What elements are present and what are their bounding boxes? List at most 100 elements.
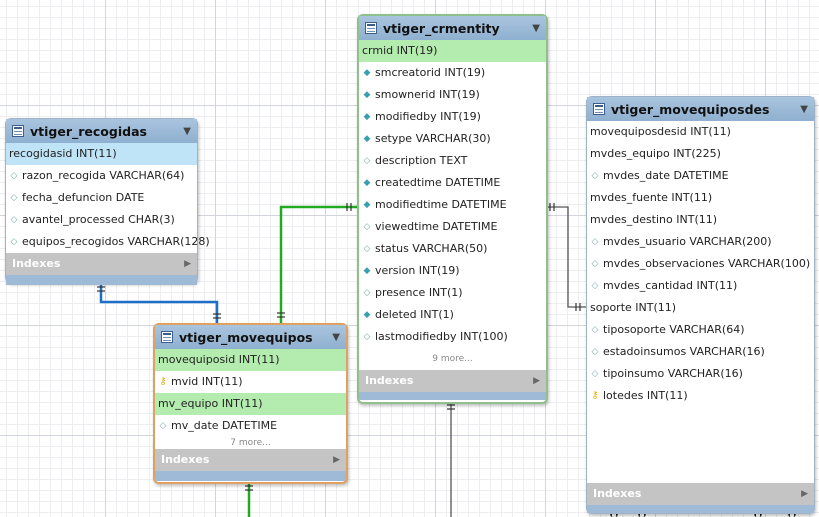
table-header[interactable]: vtiger_crmentity ▼ [359,16,546,40]
table-footer [359,392,546,400]
column-label: tiposoporte VARCHAR(64) [603,323,745,336]
indexes-label: Indexes [593,487,642,500]
table-header[interactable]: vtiger_movequiposdes ▼ [587,97,814,121]
column-label: deleted INT(1) [375,308,454,321]
column-row[interactable]: ◆ setype VARCHAR(30) [359,128,546,150]
indexes-section[interactable]: Indexes ▶ [359,370,546,392]
table-vtiger-crmentity[interactable]: vtiger_crmentity ▼ crmid INT(19) ◆smcrea… [357,14,548,404]
column-row[interactable]: ◇lastmodifiedby INT(100) [359,326,546,348]
column-row[interactable]: mvdes_fuente INT(11) [587,187,814,209]
indexes-label: Indexes [365,374,414,387]
more-columns-link[interactable]: 9 more... [432,354,473,364]
expand-arrow-icon[interactable]: ▶ [184,259,191,269]
table-title: vtiger_movequiposdes [611,101,770,117]
column-row[interactable]: ◇ avantel_processed CHAR(3) [6,209,197,231]
column-row[interactable]: ⚷ lotedes INT(11) [587,385,814,407]
table-icon [12,125,24,137]
column-row[interactable]: ◇mvdes_usuario VARCHAR(200) [587,231,814,253]
table-vtiger-recogidas[interactable]: vtiger_recogidas ▼ recogidasid INT(11) ◇… [5,118,210,285]
column-row[interactable]: ◇ equipos_recogidos VARCHAR(128) [6,231,210,253]
column-row[interactable]: ◇estadoinsumos VARCHAR(16) [587,341,814,363]
expand-arrow-icon[interactable]: ▶ [533,376,540,386]
column-label: recogidasid INT(11) [9,147,117,160]
column-label: lastmodifiedby INT(100) [375,330,508,343]
diamond-icon: ◇ [10,237,18,247]
diamond-icon: ◇ [591,281,599,291]
table-icon [365,22,377,34]
column-label: mvdes_fuente INT(11) [590,191,713,204]
column-row[interactable]: ◇ mvdes_cantidad INT(11) [587,275,814,297]
collapse-arrow-icon[interactable]: ▼ [183,125,191,137]
column-row[interactable]: ◇ mv_date DATETIME [155,415,346,437]
expand-arrow-icon[interactable]: ▶ [801,489,808,499]
column-label: mvdes_usuario VARCHAR(200) [603,235,772,248]
column-row[interactable]: ◇mvdes_observaciones VARCHAR(100) [587,253,814,275]
column-row[interactable]: ◇ presence INT(1) [359,282,546,304]
column-label: modifiedby INT(19) [375,110,481,123]
collapse-arrow-icon[interactable]: ▼ [532,22,540,34]
indexes-section[interactable]: Indexes ▶ [6,253,197,275]
column-row[interactable]: movequiposid INT(11) [155,349,346,371]
connector-crmentity-movequiposdes[interactable] [546,206,587,308]
column-label: soporte INT(11) [590,301,677,314]
key-icon: ⚷ [591,390,599,401]
diamond-filled-icon: ◆ [363,266,371,276]
column-label: presence INT(1) [375,286,463,299]
diamond-icon: ◇ [363,222,371,232]
column-row[interactable]: ◇status VARCHAR(50) [359,238,546,260]
column-row[interactable]: ◇ fecha_defuncion DATE [6,187,197,209]
column-row[interactable]: crmid INT(19) [359,40,546,62]
diamond-filled-icon: ◆ [363,90,371,100]
column-label: setype VARCHAR(30) [375,132,491,145]
collapse-arrow-icon[interactable]: ▼ [332,331,340,343]
column-row[interactable]: mvdes_equipo INT(225) [587,143,814,165]
column-label: movequiposid INT(11) [158,353,280,366]
column-row[interactable]: ◇mvdes_date DATETIME [587,165,814,187]
connector-crmentity-movequipos[interactable] [279,205,358,324]
column-row[interactable]: mvdes_destino INT(11) [587,209,814,231]
indexes-section[interactable]: Indexes ▶ [155,449,346,471]
column-label: createdtime DATETIME [375,176,501,189]
column-row[interactable]: movequiposdesid INT(11) [587,121,814,143]
column-row[interactable]: ◆ deleted INT(1) [359,304,546,326]
column-row[interactable]: ◇description TEXT [359,150,546,172]
column-row[interactable]: ◇tiposoporte VARCHAR(64) [587,319,814,341]
table-vtiger-movequiposdes[interactable]: vtiger_movequiposdes ▼ movequiposdesid I… [586,96,815,514]
diamond-icon: ◇ [363,288,371,298]
column-row[interactable]: ◇ razon_recogida VARCHAR(64) [6,165,197,187]
diamond-filled-icon: ◆ [363,134,371,144]
column-row[interactable]: mv_equipo INT(11) [155,393,346,415]
column-row[interactable]: ◆smcreatorid INT(19) [359,62,546,84]
column-row[interactable]: ◆smownerid INT(19) [359,84,546,106]
diamond-filled-icon: ◆ [363,178,371,188]
column-row[interactable]: ◆version INT(19) [359,260,546,282]
diamond-filled-icon: ◆ [363,112,371,122]
diamond-filled-icon: ◆ [363,310,371,320]
column-row[interactable]: ◆modifiedtime DATETIME [359,194,546,216]
column-row[interactable]: soporte INT(11) [587,297,814,319]
expand-arrow-icon[interactable]: ▶ [333,455,340,465]
column-row[interactable]: ⚷ mvid INT(11) [155,371,346,393]
indexes-section[interactable]: Indexes ▶ [587,483,814,505]
column-row[interactable]: ◇tipoinsumo VARCHAR(16) [587,363,814,385]
column-row[interactable]: ◆ createdtime DATETIME [359,172,546,194]
key-icon: ⚷ [159,376,167,387]
column-label: mvdes_cantidad INT(11) [603,279,738,292]
column-row[interactable]: ◇viewedtime DATETIME [359,216,546,238]
diamond-icon: ◇ [591,369,599,379]
column-label: description TEXT [375,154,468,167]
connector-recogidas-movequipos[interactable] [99,282,219,324]
column-row[interactable]: recogidasid INT(11) [6,143,197,165]
indexes-label: Indexes [161,453,210,466]
column-label: mvdes_observaciones VARCHAR(100) [603,257,811,270]
table-body-spacer [587,407,814,483]
diamond-icon: ◇ [159,421,167,431]
column-label: lotedes INT(11) [603,389,688,402]
table-footer [587,505,814,513]
column-row[interactable]: ◆ modifiedby INT(19) [359,106,546,128]
table-header[interactable]: vtiger_recogidas ▼ [6,119,197,143]
table-vtiger-movequipos[interactable]: vtiger_movequipos ▼ movequiposid INT(11)… [153,323,348,484]
collapse-arrow-icon[interactable]: ▼ [800,103,808,115]
more-columns-link[interactable]: 7 more... [230,438,271,448]
table-header[interactable]: vtiger_movequipos ▼ [155,325,346,349]
